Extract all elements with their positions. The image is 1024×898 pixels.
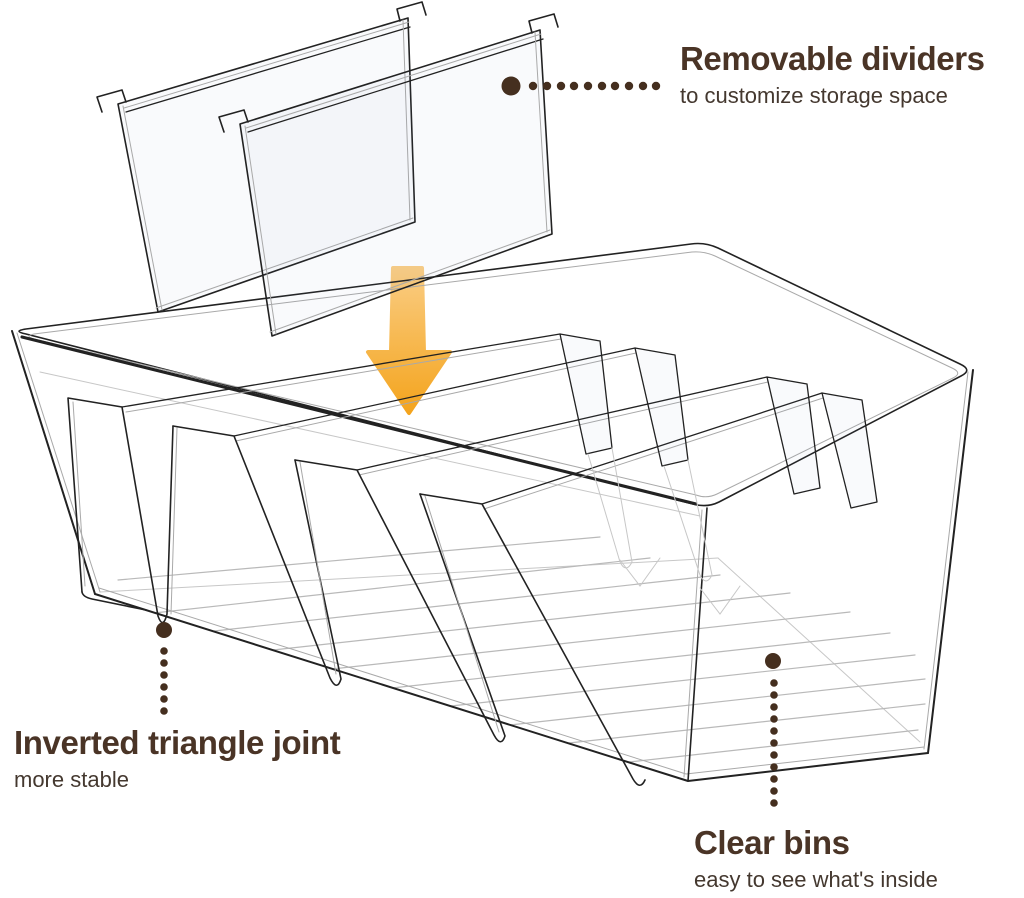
leader-line-inverted-triangle-joint (156, 622, 172, 715)
divider-hook (528, 13, 559, 34)
callout-clear-bins: Clear bins easy to see what's inside (694, 824, 938, 893)
callout-title: Clear bins (694, 824, 850, 861)
bin-divider-top-edges (121, 333, 824, 510)
far-triangle-joint (619, 557, 661, 587)
removable-dividers-drawing (96, 1, 559, 337)
divider-panel-4 (419, 493, 646, 787)
callout-title: Removable dividers (680, 40, 985, 77)
divider-hook (396, 1, 427, 22)
callout-subtitle: to customize storage space (680, 82, 948, 108)
bin-wall-edges (11, 330, 974, 782)
leader-line-removable-dividers (501, 76, 661, 96)
callout-subtitle: more stable (14, 766, 129, 792)
storage-bin-drawing (11, 242, 974, 787)
bin-far-divider-panels (559, 333, 878, 582)
divider-panel-1 (67, 397, 174, 624)
divider-panel-2 (172, 425, 342, 687)
far-triangle-joint (699, 585, 741, 615)
divider-hook (218, 109, 249, 133)
divider-hook (96, 89, 127, 113)
bin-near-divider-panels (67, 397, 741, 787)
leader-line-clear-bins (765, 653, 781, 807)
bin-floor-back-edges (99, 557, 921, 743)
removable-divider-back (218, 13, 559, 337)
callout-removable-dividers: Removable dividers to customize storage … (680, 40, 985, 109)
removable-divider-front (96, 1, 427, 313)
callout-inverted-triangle-joint: Inverted triangle joint more stable (14, 724, 341, 793)
callout-title: Inverted triangle joint (14, 724, 341, 761)
callout-subtitle: easy to see what's inside (694, 866, 938, 892)
divider-panel-3 (294, 459, 506, 743)
